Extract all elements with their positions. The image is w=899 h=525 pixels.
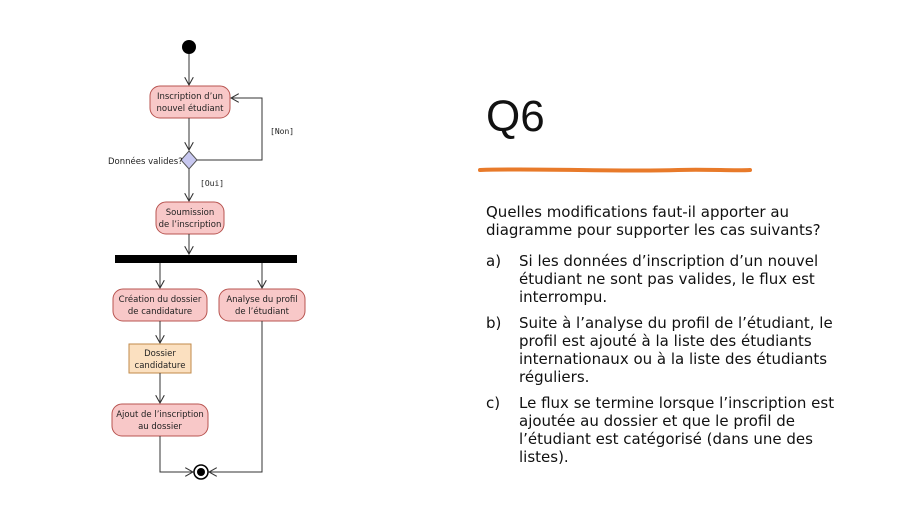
list-item: a) Si les données d’inscription d’un nou… xyxy=(486,252,866,306)
action-label: Création du dossier xyxy=(119,294,202,305)
final-node xyxy=(193,464,209,480)
action-label: Soumission xyxy=(166,208,214,218)
object-label: candidature xyxy=(135,361,186,371)
flow-edge xyxy=(209,321,263,472)
action-label: au dossier xyxy=(138,422,182,432)
list-marker: c) xyxy=(486,394,501,412)
slide-title: Q6 xyxy=(486,92,545,141)
title-underline xyxy=(478,167,752,173)
initial-node xyxy=(182,40,196,54)
action-label: de candidature xyxy=(128,307,192,317)
object-label: Dossier xyxy=(144,349,176,359)
action-ajout-inscription: Ajout de l’inscription au dossier xyxy=(111,403,209,437)
list-item-text: Suite à l’analyse du profil de l’étudian… xyxy=(519,314,833,386)
action-inscription: Inscription d’un nouvel étudiant xyxy=(149,85,231,119)
flow-edge-non xyxy=(197,98,263,161)
action-label: Ajout de l’inscription xyxy=(116,410,204,420)
action-soumission: Soumission de l’inscription xyxy=(155,201,225,235)
list-item: c) Le flux se termine lorsque l’inscript… xyxy=(486,394,866,466)
answer-list: a) Si les données d’inscription d’un nou… xyxy=(486,252,866,474)
question-text: Quelles modifications faut-il apporter a… xyxy=(486,203,821,239)
list-marker: a) xyxy=(486,252,502,270)
flow-edge xyxy=(159,436,193,472)
list-item-text: Si les données d’inscription d’un nouvel… xyxy=(519,252,819,306)
action-label: nouvel étudiant xyxy=(157,103,225,114)
decision-label: Données valides? xyxy=(108,156,183,167)
decision-node xyxy=(180,150,198,170)
list-item: b) Suite à l’analyse du profil de l’étud… xyxy=(486,314,866,386)
object-dossier-candidature: Dossier candidature xyxy=(128,343,192,374)
action-creation-dossier: Création du dossier de candidature xyxy=(112,288,208,322)
action-label: de l’étudiant xyxy=(235,306,290,317)
fork-bar xyxy=(115,255,297,263)
action-label: Inscription d’un xyxy=(157,92,223,102)
guard-non: [Non] xyxy=(270,127,294,136)
activity-diagram: Inscription d’un nouvel étudiant Données… xyxy=(108,40,306,480)
action-label: de l’inscription xyxy=(159,220,222,230)
action-label: Analyse du profil xyxy=(226,295,297,305)
action-analyse-profil: Analyse du profil de l’étudiant xyxy=(218,288,306,322)
list-item-text: Le flux se termine lorsque l’inscription… xyxy=(519,394,835,466)
guard-oui: [Oui] xyxy=(200,179,224,188)
list-marker: b) xyxy=(486,314,502,332)
